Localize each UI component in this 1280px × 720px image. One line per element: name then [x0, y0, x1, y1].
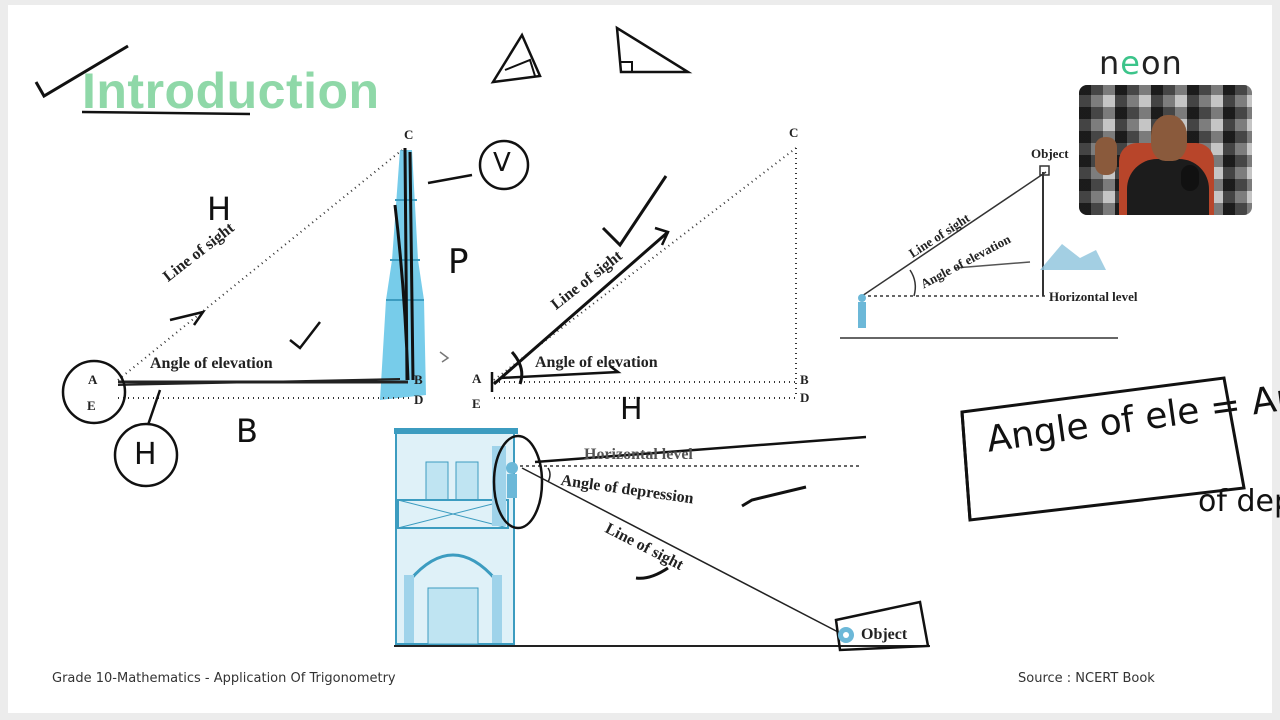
handwritten-v-in-circle: V	[493, 148, 511, 178]
handwritten-h-hypotenuse: H	[207, 190, 232, 228]
title-underline	[81, 110, 251, 116]
handwritten-h-middle: H	[620, 392, 643, 427]
equation-box	[960, 376, 1246, 522]
middle-point-e: E	[472, 396, 481, 411]
left-point-c: C	[404, 127, 414, 142]
circle-h	[113, 422, 179, 488]
handwritten-h-in-circle: H	[134, 437, 157, 472]
handwritten-equation-line-2: of dep	[1198, 484, 1280, 519]
footer-source: Source : NCERT Book	[1018, 671, 1155, 686]
right-elevation-diagram	[840, 165, 1118, 339]
middle-point-d: D	[800, 390, 810, 405]
slide-canvas	[8, 5, 1272, 713]
circle-observer	[492, 434, 544, 530]
depression-diagram	[394, 428, 930, 652]
left-point-a: A	[88, 372, 98, 387]
handwritten-p-perpendicular: P	[448, 242, 469, 282]
bottom-horizontal-level-label: Horizontal level	[584, 446, 693, 463]
left-point-d: D	[414, 392, 424, 407]
title-tick-mark	[34, 44, 129, 99]
middle-angle-of-elevation-label: Angle of elevation	[535, 354, 658, 371]
circle-a-e	[61, 359, 127, 425]
bottom-object-label: Object	[861, 626, 908, 643]
left-angle-of-elevation-label: Angle of elevation	[150, 355, 273, 372]
handwritten-b-base: B	[236, 412, 258, 450]
middle-elevation-diagram	[490, 147, 797, 399]
left-point-b: B	[414, 372, 423, 387]
slide-title: Introduction	[82, 63, 380, 119]
footer-course-title: Grade 10-Mathematics - Application Of Tr…	[52, 671, 396, 686]
right-horizontal-level-label: Horizontal level	[1049, 289, 1138, 304]
left-point-e: E	[87, 398, 96, 413]
neon-logo: neon	[1099, 44, 1183, 82]
circle-v	[478, 139, 530, 191]
middle-point-c: C	[789, 125, 799, 140]
right-object-label: Object	[1031, 146, 1069, 161]
middle-point-b: B	[800, 372, 809, 387]
presenter-webcam	[1079, 85, 1252, 215]
middle-point-a: A	[472, 371, 482, 386]
triangle-sketches	[490, 25, 693, 84]
left-elevation-diagram	[61, 139, 530, 488]
